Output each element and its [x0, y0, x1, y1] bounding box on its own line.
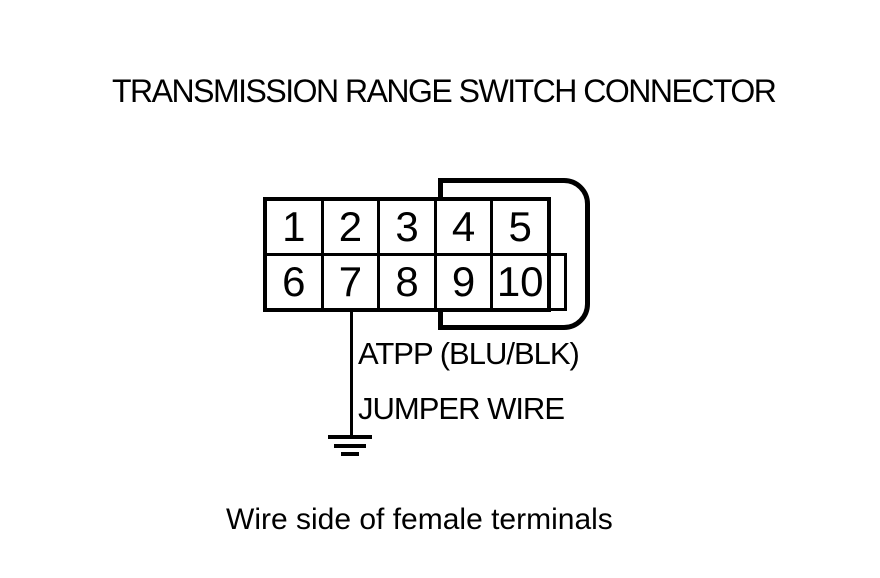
terminal-5: 5	[493, 201, 547, 253]
terminal-2: 2	[323, 201, 378, 253]
terminal-8: 8	[380, 256, 434, 308]
terminal-grid: 1 2 3 4 5 6 7 8 9 10	[263, 197, 551, 312]
terminal-3: 3	[380, 201, 434, 253]
ground-bar-middle	[334, 444, 366, 448]
diagram-title: TRANSMISSION RANGE SWITCH CONNECTOR	[112, 73, 777, 109]
terminal-10: 10	[493, 256, 547, 308]
diagram-caption: Wire side of female terminals	[226, 503, 613, 536]
jumper-wire-label: JUMPER WIRE	[358, 391, 565, 426]
terminal-9: 9	[436, 256, 491, 308]
terminal-4: 4	[436, 201, 491, 253]
ground-bar-bottom	[341, 452, 359, 456]
terminal-6: 6	[267, 256, 321, 308]
terminal-7: 7	[323, 256, 378, 308]
ground-bar-top	[328, 435, 372, 439]
terminal-1: 1	[267, 201, 321, 253]
wire-id-label: ATPP (BLU/BLK)	[358, 336, 580, 371]
connector-keyway-notch	[548, 253, 567, 311]
jumper-wire-line	[350, 310, 353, 437]
